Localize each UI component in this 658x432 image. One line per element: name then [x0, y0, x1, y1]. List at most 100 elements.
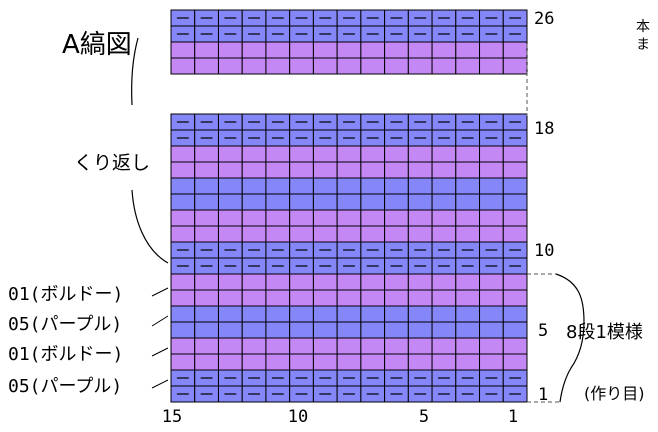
chart-cell: [241, 321, 267, 339]
chart-cell: [170, 337, 196, 355]
bottom-block-row-8: [170, 273, 528, 291]
chart-cell: [194, 57, 219, 75]
chart-cell: [170, 273, 196, 291]
chart-cell: [384, 353, 409, 371]
yarn-leader-2: [151, 315, 169, 327]
bottom-block-row-14: [170, 177, 528, 195]
chart-cell: [194, 41, 219, 59]
chart-cell: [265, 337, 291, 355]
chart-cell: [241, 353, 267, 371]
row-number-18: 18: [534, 119, 554, 139]
chart-cell: [455, 289, 481, 307]
chart-cell: [502, 273, 528, 291]
chart-cell: [336, 225, 362, 243]
chart-cell: [384, 57, 409, 75]
chart-cell: [170, 321, 196, 339]
chart-cell: [217, 305, 243, 323]
chart-cell: [407, 353, 433, 371]
column-number-1: 1: [508, 407, 518, 427]
chart-cell: [360, 289, 386, 307]
chart-cell: [265, 177, 291, 195]
chart-cell: [360, 145, 386, 163]
chart-cell: [241, 225, 267, 243]
chart-cell: [431, 57, 457, 75]
chart-cell: [336, 353, 362, 371]
chart-cell: [265, 41, 291, 59]
chart-cell: [194, 273, 219, 291]
corner-note-line-1: 本: [636, 19, 650, 35]
chart-cell: [241, 337, 267, 355]
chart-cell: [384, 161, 409, 179]
chart-cell: [384, 41, 409, 59]
chart-cell: [336, 321, 362, 339]
chart-cell: [431, 353, 457, 371]
chart-cell: [312, 225, 338, 243]
chart-cell: [194, 225, 219, 243]
chart-cell: [407, 145, 433, 163]
chart-cell: [312, 57, 338, 75]
chart-cell: [479, 337, 504, 355]
chart-cell: [502, 57, 528, 75]
column-number-10: 10: [288, 407, 308, 427]
yarn-label-3: 01(ボルドー): [8, 344, 124, 365]
chart-cell: [194, 289, 219, 307]
chart-cell: [265, 353, 291, 371]
chart-cell: [407, 289, 433, 307]
chart-cell: [431, 209, 457, 227]
chart-cell: [360, 177, 386, 195]
chart-cell: [336, 145, 362, 163]
chart-cell: [502, 209, 528, 227]
chart-cell: [312, 145, 338, 163]
diagram-title: A縞図: [62, 30, 132, 60]
chart-cell: [194, 321, 219, 339]
chart-cell: [241, 177, 267, 195]
chart-cell: [312, 41, 338, 59]
chart-cell: [241, 57, 267, 75]
chart-cell: [502, 353, 528, 371]
chart-cell: [479, 225, 504, 243]
bottom-block-row-13: [170, 193, 528, 211]
chart-cell: [455, 177, 481, 195]
bottom-block-row-9: [170, 257, 528, 275]
chart-cell: [170, 209, 196, 227]
chart-cell: [479, 145, 504, 163]
chart-cell: [431, 289, 457, 307]
chart-cell: [170, 305, 196, 323]
chart-cell: [217, 193, 243, 211]
chart-cell: [170, 161, 196, 179]
corner-note-line-2: ま: [636, 37, 650, 53]
chart-cell: [360, 57, 386, 75]
chart-cell: [312, 321, 338, 339]
chart-cell: [431, 225, 457, 243]
bottom-block-row-18: [170, 113, 528, 131]
chart-cell: [407, 337, 433, 355]
row-number-5: 5: [538, 321, 548, 341]
chart-cell: [217, 273, 243, 291]
chart-cell: [407, 161, 433, 179]
bottom-block-row-4: [170, 337, 528, 355]
chart-cell: [502, 161, 528, 179]
chart-cell: [479, 321, 504, 339]
chart-cell: [407, 273, 433, 291]
chart-cell: [194, 193, 219, 211]
column-number-5: 5: [419, 407, 429, 427]
chart-cell: [170, 353, 196, 371]
chart-cell: [217, 353, 243, 371]
top-block-row-23: [170, 57, 528, 75]
bottom-block-row-6: [170, 305, 528, 323]
chart-cell: [384, 321, 409, 339]
chart-cell: [265, 305, 291, 323]
chart-cell: [312, 193, 338, 211]
chart-cell: [217, 209, 243, 227]
chart-cell: [407, 41, 433, 59]
chart-cell: [289, 209, 314, 227]
chart-cell: [407, 209, 433, 227]
chart-cell: [479, 305, 504, 323]
bottom-block-row-10: [170, 241, 528, 259]
chart-cell: [289, 337, 314, 355]
chart-cell: [265, 57, 291, 75]
yarn-label-2: 05(パープル): [8, 314, 123, 335]
chart-cell: [384, 145, 409, 163]
chart-cell: [312, 161, 338, 179]
chart-cell: [360, 193, 386, 211]
